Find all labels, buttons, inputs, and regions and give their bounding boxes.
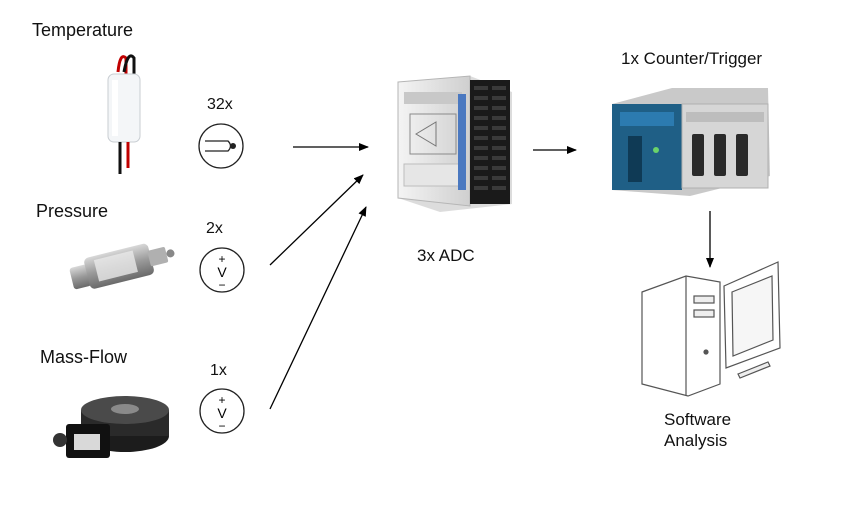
- voltage-symbol-pressure: + V −: [199, 247, 245, 293]
- thermocouple-symbol: [198, 123, 244, 169]
- software-label-line1: Software: [664, 410, 732, 429]
- svg-text:+: +: [218, 252, 225, 266]
- pressure-sensor-image: [69, 243, 175, 290]
- voltage-symbol-mass-flow: + V −: [199, 388, 245, 434]
- svg-text:V: V: [217, 405, 227, 421]
- mass-flow-count: 1x: [210, 362, 227, 379]
- temperature-sensor-image: [107, 54, 141, 174]
- counter-trigger-label: 1x Counter/Trigger: [621, 49, 763, 68]
- temperature-count: 32x: [207, 96, 233, 113]
- svg-text:−: −: [218, 278, 225, 292]
- temperature-label: Temperature: [32, 20, 134, 40]
- pressure-label: Pressure: [36, 201, 109, 221]
- counter-chassis-image: [612, 88, 770, 196]
- pressure-count: 2x: [206, 220, 223, 237]
- svg-text:+: +: [218, 393, 225, 407]
- mass-flow-label: Mass-Flow: [40, 347, 128, 367]
- software-label-line2: Analysis: [664, 431, 728, 450]
- adc-label: 3x ADC: [417, 246, 475, 265]
- computer-image: [641, 261, 781, 397]
- adc-module-image: [397, 75, 512, 212]
- arrow-pressure-to-adc: [269, 174, 364, 266]
- arrow-mass-flow-to-adc: [269, 206, 367, 410]
- mass-flow-sensor-image: [53, 396, 169, 458]
- svg-text:V: V: [217, 264, 227, 280]
- svg-text:−: −: [218, 419, 225, 433]
